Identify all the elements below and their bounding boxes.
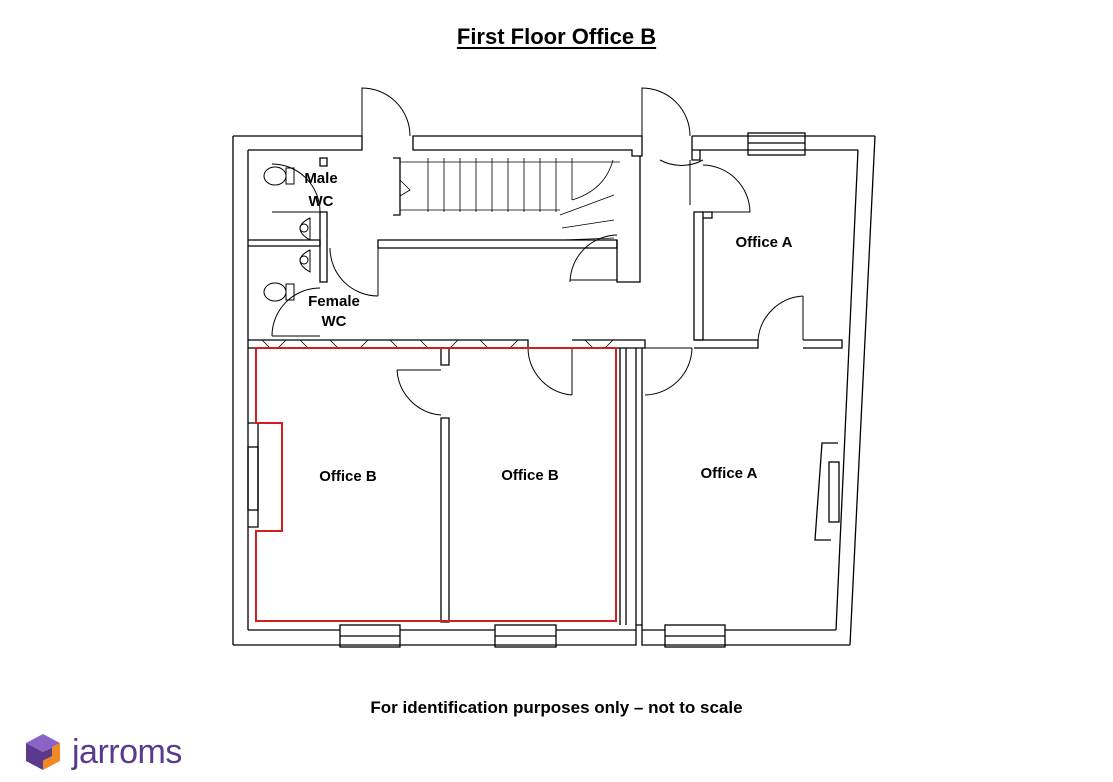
- internal-walls: [248, 150, 843, 625]
- jarroms-logo: jarroms: [22, 732, 182, 772]
- doors: [271, 87, 804, 416]
- wc-fixtures: [263, 166, 311, 302]
- disclaimer-text: For identification purposes only – not t…: [370, 698, 743, 717]
- office-a-lower-label: Office A: [701, 465, 758, 482]
- office-a-upper-label: Office A: [736, 234, 793, 251]
- outer-walls: [232, 135, 876, 646]
- female-wc-label-line2: WC: [322, 313, 347, 330]
- staircase: [399, 158, 620, 241]
- jarroms-logo-text: jarroms: [72, 733, 182, 771]
- male-wc-label-line2: WC: [309, 193, 334, 210]
- office-b-highlight: [255, 347, 617, 622]
- male-wc-label-line1: Male: [304, 170, 337, 187]
- office-b-right-label: Office B: [501, 467, 559, 484]
- office-b-left-label: Office B: [319, 468, 377, 485]
- windows: [247, 132, 840, 648]
- female-wc-label-line1: Female: [308, 293, 360, 310]
- page-title: First Floor Office B: [0, 24, 1113, 50]
- page-title-text: First Floor Office B: [456, 24, 657, 49]
- jarroms-cube-logo-icon: [26, 734, 60, 770]
